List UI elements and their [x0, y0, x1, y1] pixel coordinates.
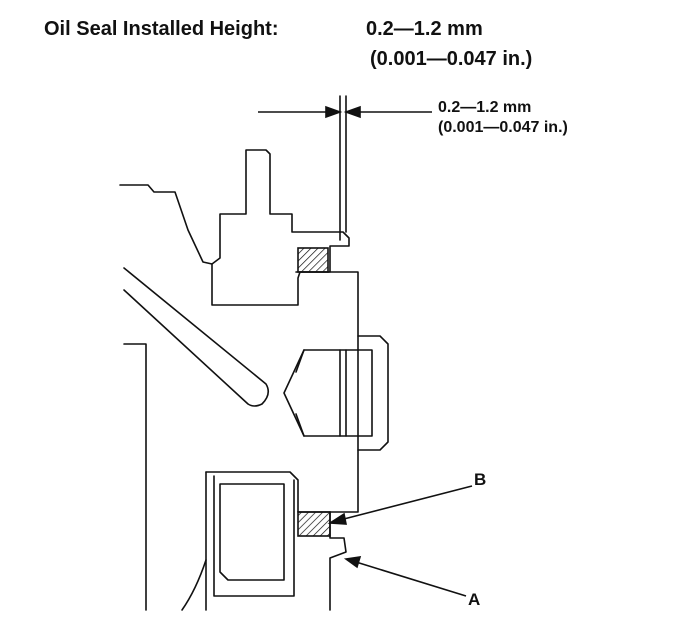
oil-seal-upper	[297, 247, 329, 273]
center-bore-line-4	[295, 413, 305, 437]
crankshaft-web	[123, 267, 270, 407]
heading-value-mm: 0.2—1.2 mm	[366, 18, 483, 40]
crankshaft-body	[295, 271, 389, 513]
center-bore-line-3	[295, 349, 305, 373]
dimension-arrow-left-head	[325, 105, 343, 119]
upper-housing-outline	[211, 149, 350, 306]
engine-block-lower-edge	[123, 343, 147, 611]
dimension-value-in: (0.001—0.047 in.)	[438, 119, 568, 136]
center-bore-insert	[283, 349, 373, 437]
leader-b-line	[339, 485, 473, 521]
oil-seal-lower	[297, 511, 331, 537]
dimension-arrow-right-head	[343, 105, 361, 119]
lower-housing-outline	[205, 471, 347, 611]
leader-a-line	[355, 561, 467, 597]
lower-housing-left-curve	[181, 559, 207, 611]
lower-housing-pocket	[219, 483, 285, 581]
heading-value-in: (0.001—0.047 in.)	[370, 48, 533, 70]
lower-housing-pocket-rim	[213, 475, 295, 597]
leader-a-arrowhead	[343, 556, 362, 569]
engine-block-outline	[119, 184, 213, 265]
callout-label-a: A	[468, 590, 481, 609]
heading-label: Oil Seal Installed Height:	[44, 18, 279, 40]
leader-b-arrowhead	[327, 512, 347, 525]
callout-label-b: B	[474, 470, 487, 489]
dimension-value-mm: 0.2—1.2 mm	[438, 99, 532, 116]
